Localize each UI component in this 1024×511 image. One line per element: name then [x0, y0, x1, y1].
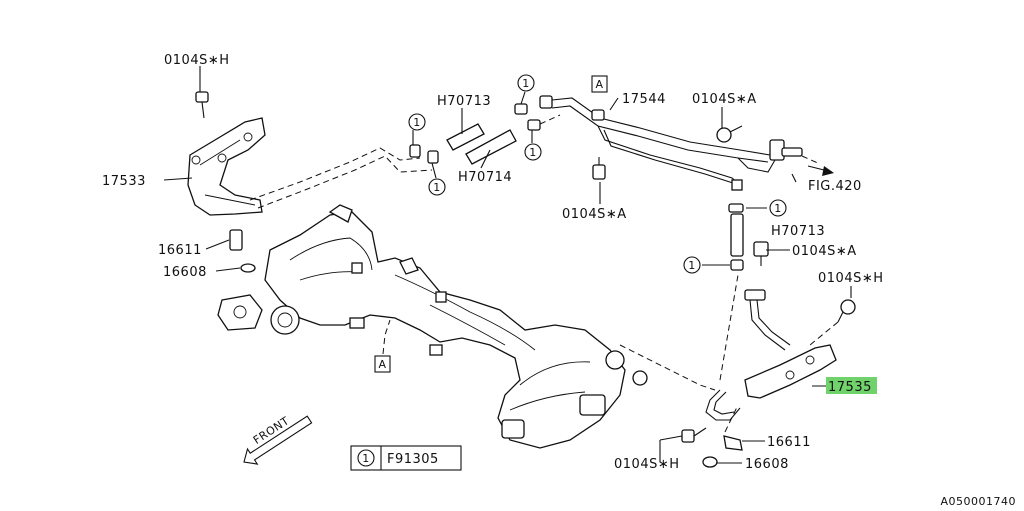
hose-h70713-right [728, 203, 744, 271]
svg-text:1: 1 [688, 259, 696, 272]
bolt-right-a [753, 241, 769, 266]
callout-bolt-a-right: 0104S∗A [792, 244, 857, 259]
svg-text:A: A [378, 358, 386, 371]
fuel-pipe-17544 [539, 95, 803, 191]
callout-16611-right: 16611 [767, 435, 811, 450]
hose-h70714 [465, 129, 517, 165]
clip-marker: 1 [517, 74, 535, 92]
diagram-code: A050001740 [940, 495, 1016, 508]
callout-h70714: H70714 [458, 170, 512, 185]
bolt-bottom-h [681, 427, 707, 443]
callout-16608-right: 16608 [745, 457, 789, 472]
callout-fig-ref: FIG.420 [808, 179, 862, 194]
oring-left [240, 263, 256, 273]
bracket-17533 [187, 117, 266, 216]
oring-right [702, 456, 718, 468]
svg-text:1: 1 [413, 116, 421, 129]
fig-ref-arrowhead [822, 166, 834, 176]
injector-left [229, 229, 243, 251]
ref-a-box: A [374, 355, 391, 373]
dashed-right-4 [724, 404, 739, 433]
dashed-ref-a [382, 319, 391, 355]
callout-17535: 17535 [828, 380, 872, 395]
svg-text:1: 1 [433, 181, 441, 194]
clip-top-1 [409, 103, 541, 164]
ref-a-box: A [591, 75, 608, 93]
legend-part-number: F91305 [387, 452, 439, 467]
callout-bolt-h-bottom: 0104S∗H [614, 457, 680, 472]
callout-h70713-right: H70713 [771, 224, 825, 239]
svg-text:A: A [595, 78, 603, 91]
bolt-pipe-top [716, 125, 743, 143]
dashed-hose-route-3 [539, 114, 561, 125]
clip-marker: 1 [769, 199, 787, 217]
front-direction-indicator: FRONT [243, 414, 313, 465]
dashed-right-1 [619, 344, 716, 391]
dashed-top-right [801, 155, 821, 165]
bolt-top-left [195, 91, 209, 119]
leader-lines [163, 66, 852, 464]
dashed-hose-route-2 [257, 155, 433, 209]
legend-box: 1 F91305 [350, 445, 462, 471]
callout-h70713-top: H70713 [437, 94, 491, 109]
svg-text:1: 1 [774, 202, 782, 215]
hose-h70713-top [446, 123, 485, 151]
svg-text:1: 1 [529, 146, 537, 159]
bolt-right-h [837, 299, 856, 323]
clip-marker: 1 [683, 256, 701, 274]
injector-right [723, 435, 743, 451]
callout-bolt-h-right: 0104S∗H [818, 271, 884, 286]
dashed-hose-route [249, 147, 421, 201]
clip-marker: 1 [524, 143, 542, 161]
svg-text:1: 1 [362, 452, 370, 465]
clip-marker: 1 [408, 113, 426, 131]
part-highlight [826, 377, 877, 394]
callout-17533: 17533 [102, 174, 146, 189]
callout-16608-left: 16608 [163, 265, 207, 280]
clip-marker: 1 [428, 178, 446, 196]
callout-bolt-h-top: 0104S∗H [164, 53, 230, 68]
svg-text:1: 1 [522, 77, 530, 90]
bolt-pipe-mid [592, 157, 606, 180]
dashed-right-3 [809, 321, 839, 346]
callout-bolt-a-mid: 0104S∗A [562, 207, 627, 222]
callout-bolt-a-top: 0104S∗A [692, 92, 757, 107]
dashed-right-2 [719, 274, 739, 381]
fuel-rail-17535 [705, 289, 837, 421]
intake-manifold [217, 204, 648, 449]
callout-17544: 17544 [622, 92, 666, 107]
callout-16611-left: 16611 [158, 243, 202, 258]
